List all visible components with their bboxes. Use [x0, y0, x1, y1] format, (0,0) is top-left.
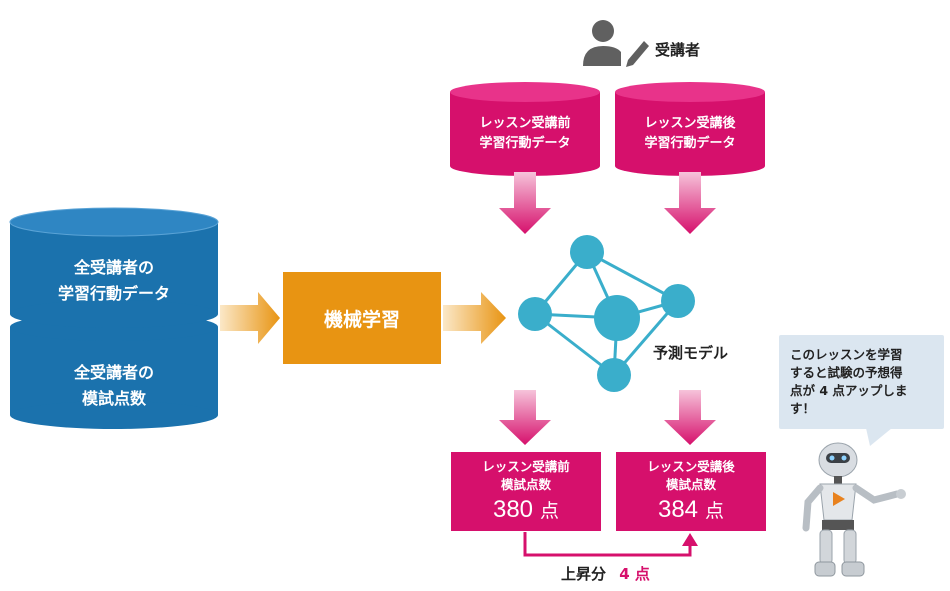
machine-learning-label: 機械学習 [323, 308, 400, 331]
speech-line4: す！ [790, 401, 816, 416]
db-after-line2: 学習行動データ [644, 136, 736, 151]
increase-connector [523, 532, 692, 557]
score-before-line1: レッスン受講前 [482, 459, 570, 474]
score-before-value-row: 380 点 [451, 496, 601, 524]
db-after-label: レッスン受講後 学習行動データ [615, 114, 765, 154]
db-all-scores-line1: 全受講者の [73, 363, 154, 382]
person-edit-icon [583, 20, 649, 67]
increase-unit: 点 [634, 565, 650, 583]
arrow-to-model [443, 292, 506, 344]
score-box-after: レッスン受講後 模試点数 384 点 [616, 452, 766, 531]
db-after-line1: レッスン受講後 [644, 116, 736, 131]
score-after-line1: レッスン受講後 [647, 459, 735, 474]
arrow-model-to-after-score [664, 390, 716, 445]
db-before-line2: 学習行動データ [479, 136, 571, 151]
score-box-before: レッスン受講前 模試点数 380 点 [451, 452, 601, 531]
robot-icon [802, 442, 906, 577]
learner-label: 受講者 [655, 41, 701, 59]
db-all-scores-line2: 模試点数 [81, 389, 146, 408]
score-after-unit: 点 [705, 500, 725, 522]
score-after-value-row: 384 点 [616, 496, 766, 524]
arrow-after-to-model [664, 172, 716, 234]
db-all-scores-label: 全受講者の 模試点数 [10, 360, 218, 412]
db-all-behavior-line2: 学習行動データ [57, 284, 170, 303]
database-cylinder-after [615, 82, 765, 176]
database-cylinder-before [450, 82, 600, 176]
arrow-model-to-before-score [499, 390, 551, 445]
speech-line2: すると試験の予想得 [790, 365, 903, 380]
score-after-line2: 模試点数 [665, 477, 716, 492]
database-cylinder-all-behavior [9, 207, 219, 328]
score-before-value: 380 [492, 496, 534, 523]
increase-label: 上昇分 [561, 565, 607, 583]
arrow-before-to-model [499, 172, 551, 234]
machine-learning-box: 機械学習 [283, 272, 441, 364]
speech-bubble [779, 335, 944, 446]
score-before-line2: 模試点数 [500, 477, 551, 492]
db-before-line1: レッスン受講前 [479, 116, 571, 131]
score-before-unit: 点 [540, 500, 560, 522]
increase-label-row: 上昇分 4 点 [561, 563, 650, 584]
prediction-model-network-icon [518, 235, 695, 392]
score-after-value: 384 [657, 496, 699, 523]
speech-line1: このレッスンを学習 [790, 347, 903, 362]
increase-value: 4 [619, 565, 630, 583]
db-before-label: レッスン受講前 学習行動データ [450, 114, 600, 154]
db-all-behavior-line1: 全受講者の [73, 258, 154, 277]
speech-line3: 点が 4 点アップしま [790, 383, 908, 398]
speech-text: このレッスンを学習 すると試験の予想得 点が 4 点アップしま す！ [790, 346, 940, 418]
arrow-to-ml [220, 292, 280, 344]
db-all-behavior-label: 全受講者の 学習行動データ [10, 255, 218, 307]
prediction-model-label: 予測モデル [653, 344, 729, 362]
